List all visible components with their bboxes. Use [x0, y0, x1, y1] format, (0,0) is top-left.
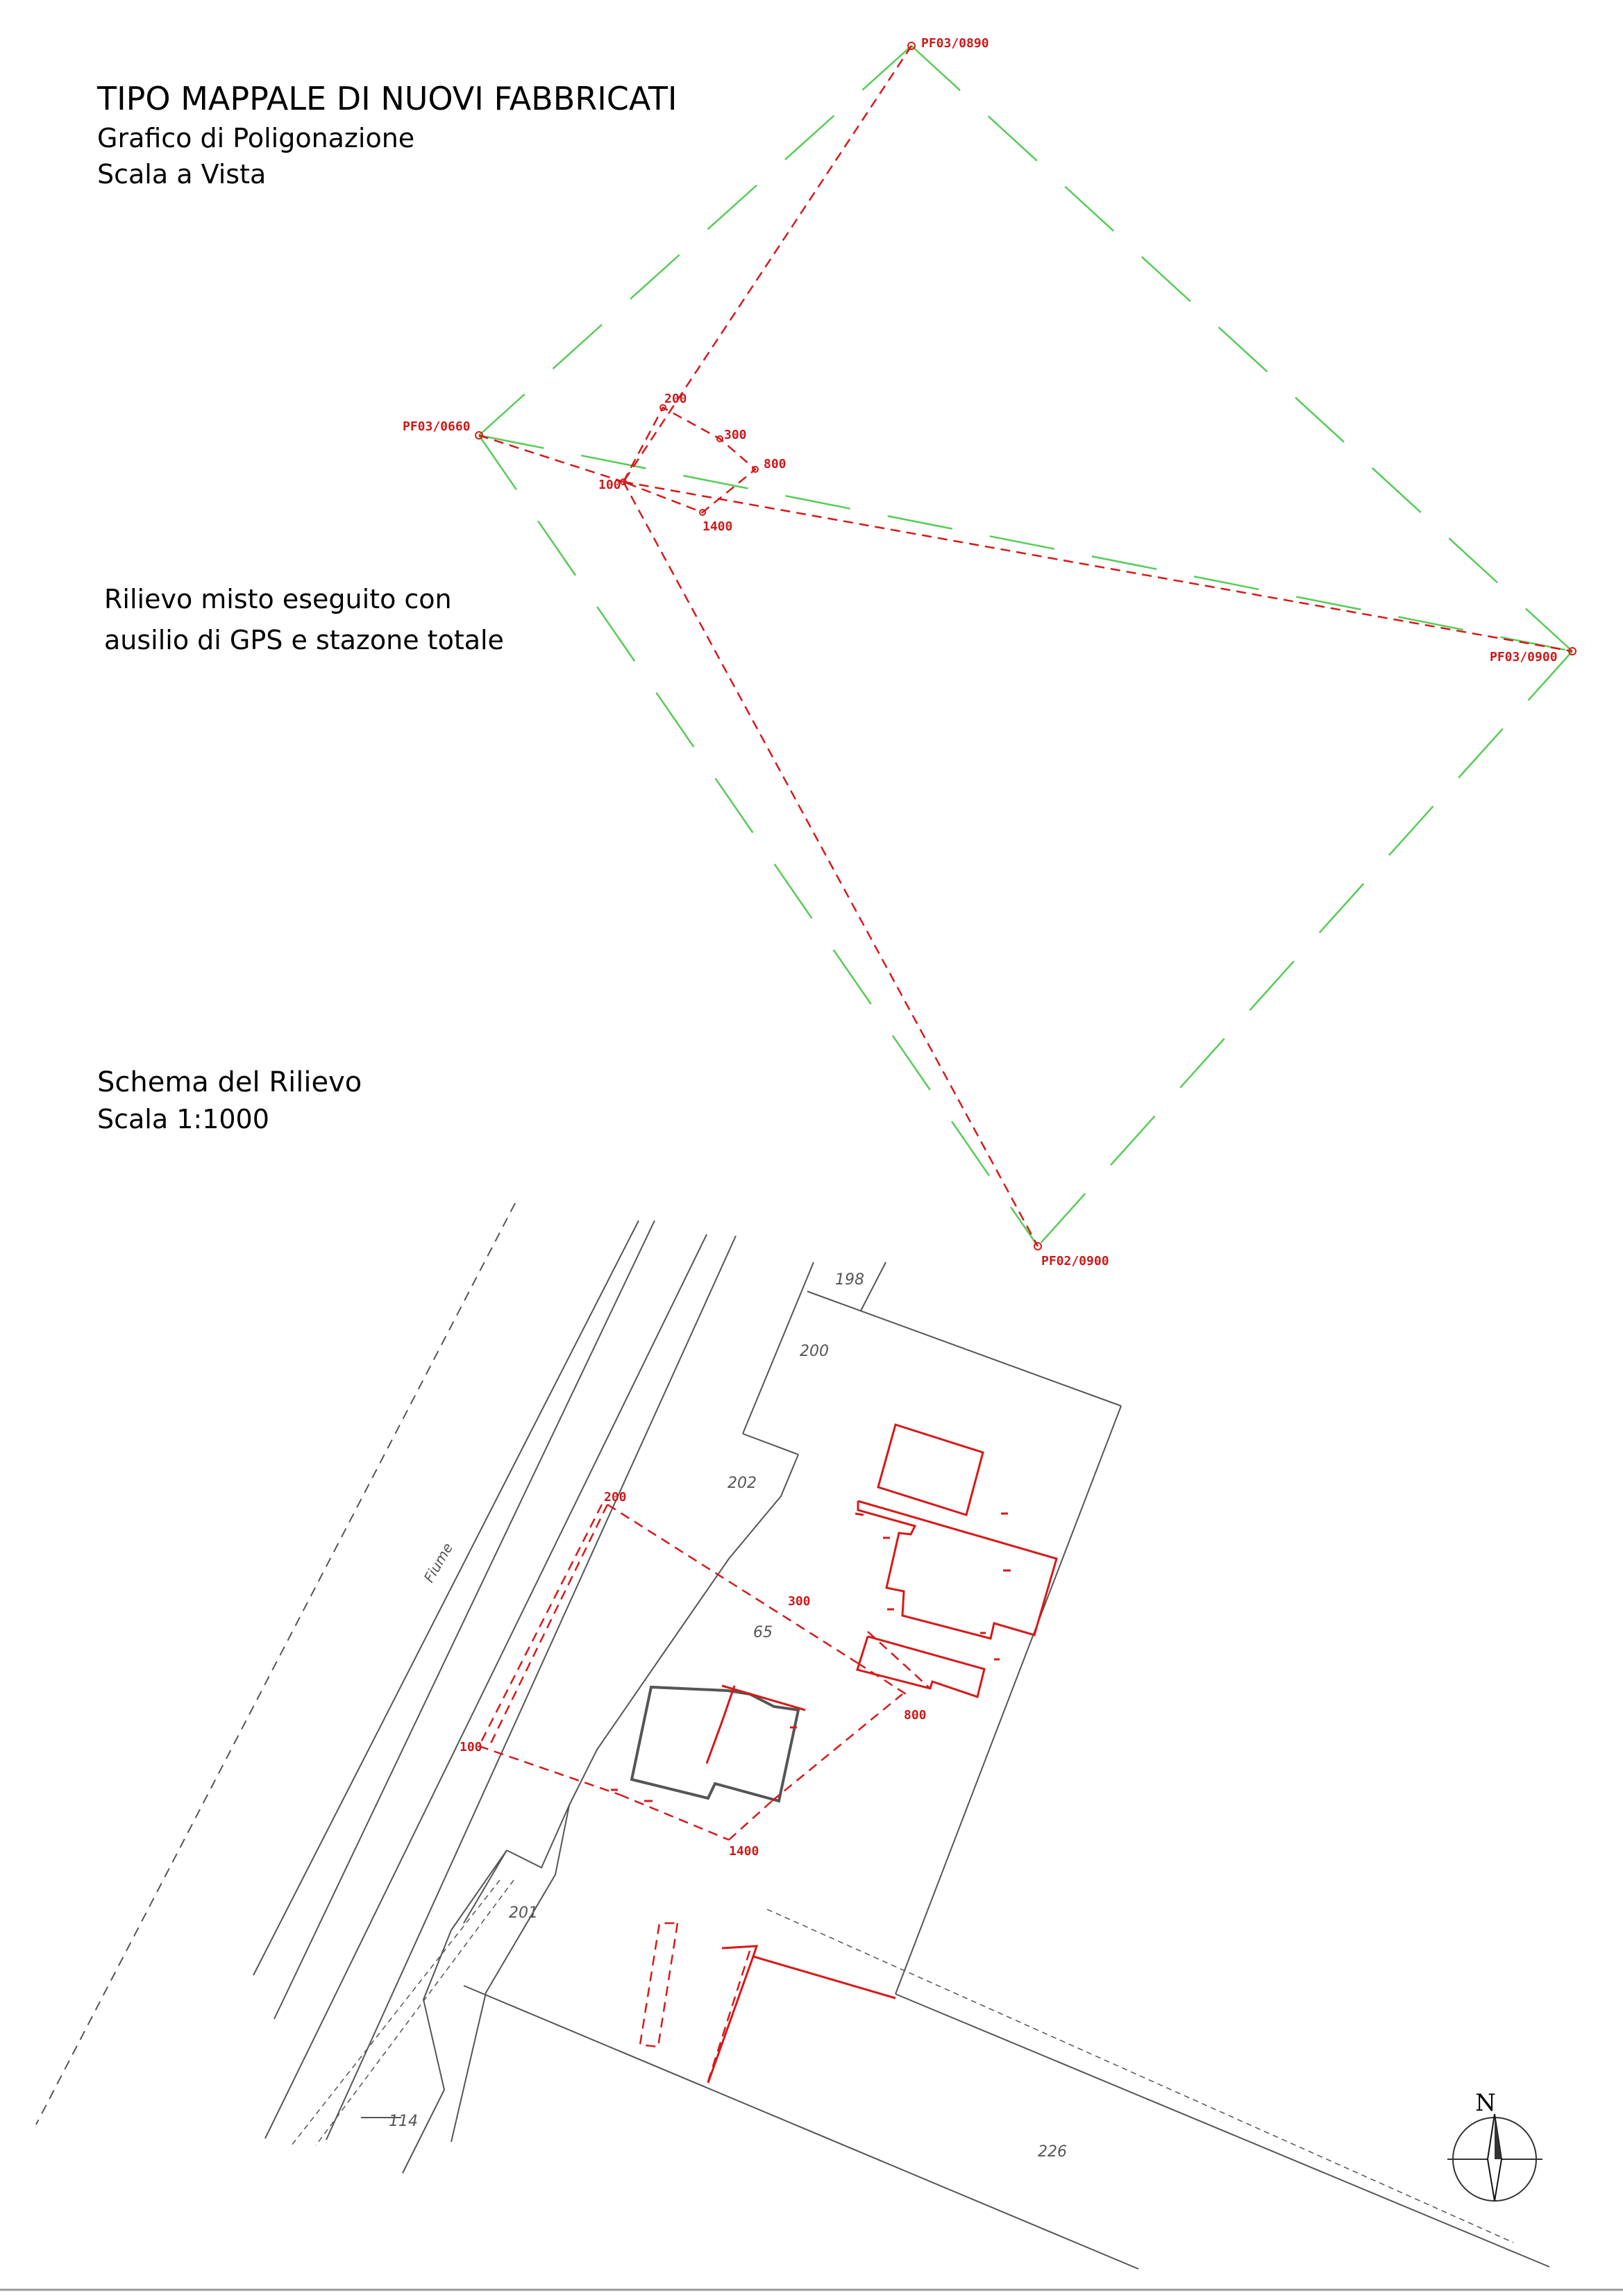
parcel-boundaries — [361, 1262, 1550, 2270]
parcel-226: 226 — [1038, 2143, 1067, 2161]
label-pf03-0890: PF03/0890 — [921, 36, 989, 51]
label-poly-800: 800 — [764, 457, 787, 471]
existing-building — [630, 1685, 800, 1803]
label-pf02-0900: PF02/0900 — [1041, 1254, 1109, 1268]
note-line-1: Rilievo misto eseguito con — [104, 584, 452, 614]
parcel-65: 65 — [753, 1624, 773, 1641]
parcel-201: 201 — [509, 1904, 538, 1922]
subtitle-polygon: Grafico di Poligonazione — [97, 123, 414, 153]
station-markers — [475, 42, 1576, 1250]
main-title: TIPO MAPPALE DI NUOVI FABBRICATI — [96, 80, 677, 117]
traverse-lines — [478, 45, 1573, 1247]
station-1400: 1400 — [729, 1844, 759, 1859]
parcel-114: 114 — [389, 2113, 418, 2130]
label-poly-1400: 1400 — [703, 519, 732, 534]
control-polygon: PF03/0890 PF03/0660 PF03/0900 PF02/0900 … — [403, 36, 1576, 1268]
road-lines — [253, 1220, 737, 2140]
river-bank — [35, 1203, 516, 2125]
station-200: 200 — [604, 1490, 627, 1505]
survey-ticks — [611, 1512, 1011, 1802]
control-frame — [478, 45, 1573, 1247]
north-label: N — [1475, 2089, 1496, 2117]
subtitle-scale: Scala a Vista — [97, 159, 266, 190]
parcel-200: 200 — [800, 1343, 829, 1360]
label-pf03-0900: PF03/0900 — [1490, 650, 1558, 664]
label-poly-200: 200 — [664, 392, 687, 406]
label-poly-300: 300 — [724, 428, 747, 442]
surveyed-buildings — [705, 1423, 1058, 2084]
inner-dashed-lines — [291, 1879, 1514, 2243]
label-pf03-0660: PF03/0660 — [403, 419, 471, 434]
site-map: 198 200 202 65 201 114 226 Fiume 200 300… — [35, 1203, 1550, 2270]
map-survey-lines — [478, 1503, 931, 2082]
river-label: Fiume — [421, 1540, 457, 1585]
station-100: 100 — [460, 1740, 482, 1754]
note-line-2: ausilio di GPS e stazone totale — [104, 625, 504, 655]
schema-title: Schema del Rilievo — [97, 1066, 362, 1098]
parcel-198: 198 — [835, 1271, 864, 1289]
station-800: 800 — [904, 1708, 927, 1723]
north-compass: N — [1447, 2089, 1542, 2202]
parcel-202: 202 — [728, 1475, 757, 1492]
label-poly-100: 100 — [598, 478, 621, 492]
station-300: 300 — [788, 1594, 811, 1609]
schema-scale: Scala 1:1000 — [97, 1104, 269, 1134]
